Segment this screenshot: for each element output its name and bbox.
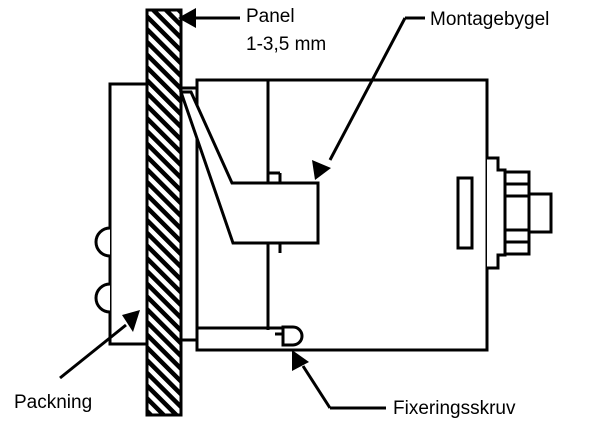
fixing-screw [275, 325, 304, 347]
panel [145, 8, 183, 417]
bracket-label: Montagebygel [430, 9, 549, 30]
screw-label: Fixeringsskruv [393, 398, 516, 419]
rear-connector [456, 156, 553, 270]
gasket-bump-lower [94, 282, 111, 314]
screw-arrow [292, 350, 386, 410]
gasket-bump-upper [94, 226, 111, 258]
panel-label: Panel [246, 6, 295, 27]
panel-arrow [178, 8, 240, 28]
bracket-arrow [312, 16, 425, 180]
panel-thickness-label: 1-3,5 mm [246, 34, 326, 55]
gasket [94, 82, 152, 346]
mounting-bracket [178, 90, 320, 245]
gasket-arrow [59, 310, 140, 380]
gasket-label: Packning [14, 392, 92, 413]
